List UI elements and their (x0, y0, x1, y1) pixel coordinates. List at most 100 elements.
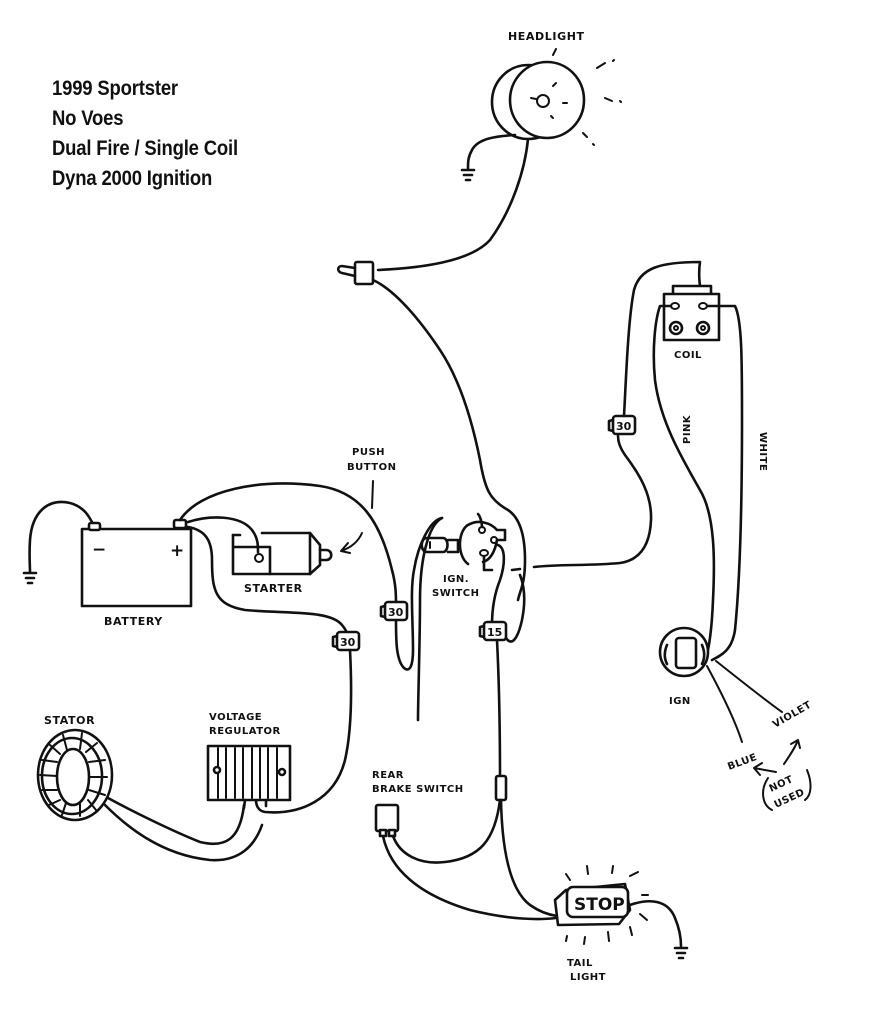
tail-light-ground-wire (628, 899, 683, 948)
push-button-loop-wire (394, 516, 444, 671)
stator-wire-2 (103, 803, 264, 862)
tail-light-glow-rays (565, 865, 649, 945)
coil-label: COIL (674, 350, 702, 361)
battery-to-regulator-wire (186, 525, 349, 638)
connector-regulator-latch (331, 634, 339, 649)
battery-to-starter-wire (186, 516, 260, 554)
connector-ign-out: 15 (478, 573, 526, 780)
connector-regulator: 30 (254, 630, 361, 814)
pink-wire-label: PINK (682, 414, 693, 444)
coil-spark-plug-tower-2-core (700, 325, 706, 331)
ign-module-left-tab (663, 643, 669, 666)
headlight-glow-rays (552, 48, 622, 146)
headlight-toggle-lever (336, 264, 357, 278)
push-button-callout: PUSH BUTTON (340, 447, 396, 554)
battery-ground-symbol-icon (22, 571, 38, 585)
push-button-label-line2: BUTTON (347, 462, 396, 473)
brake-switch-label-line1: REAR (372, 770, 404, 781)
tail-light-lens (565, 885, 630, 919)
tail-light-ground-symbol-icon (673, 946, 689, 960)
starter-label: STARTER (244, 582, 303, 595)
headlight-feed-wire (376, 137, 530, 272)
battery-neg-sign: − (92, 540, 106, 560)
ign-switch-body (468, 520, 507, 564)
brake-switch-return-wire (391, 798, 502, 864)
tail-light-label-line2: LIGHT (570, 972, 606, 983)
regulator-leads (242, 798, 268, 810)
ign-to-brake-switch-wire (495, 638, 502, 780)
ign-switch-acc-lead (482, 554, 494, 572)
battery-label: BATTERY (104, 615, 163, 628)
ignition-switch: IGN. SWITCH (416, 512, 522, 722)
connector-coil-feed: 30 (607, 260, 704, 436)
connector-ign-out-latch (478, 624, 486, 639)
diagram-title: 1999 Sportster No Voes Dual Fire / Singl… (52, 74, 238, 194)
white-wire (705, 304, 744, 662)
connector-ign-out-body (482, 620, 508, 642)
ign-switch-harness-left (416, 516, 444, 722)
battery-body (80, 527, 193, 608)
violet-wire (715, 660, 783, 713)
coil-body (662, 292, 721, 342)
connector-ign-out-label: 15 (487, 626, 502, 639)
starter-solenoid (231, 533, 272, 576)
ign-switch-bezel (458, 522, 472, 566)
white-wire-label: WHITE (757, 432, 768, 471)
ign-key-bow (420, 536, 449, 554)
pink-wire (652, 304, 716, 652)
main-harness-wire (371, 278, 527, 602)
not-used-arrow-blue-icon (753, 762, 777, 776)
rear-brake-switch: REAR BRAKE SWITCH (372, 770, 559, 921)
headlight-switch-connector (336, 260, 527, 602)
tail-light: STOP TAIL LIGHT (553, 865, 689, 983)
brake-switch-body (374, 803, 400, 833)
ign-switch-label-line1: IGN. (443, 574, 469, 585)
coil-spark-plug-tower-2 (695, 320, 711, 336)
brake-switch-inline-connector (494, 774, 508, 802)
coil-spark-plug-tower-1 (668, 320, 684, 336)
regulator-mount-hole-left (212, 765, 222, 775)
stator-inner-ring (55, 747, 91, 807)
coil-feed-wire (622, 260, 704, 418)
connector-push-button: 30 (379, 516, 444, 671)
connector-push-button-label: 30 (388, 606, 404, 619)
headlight: HEADLIGHT (376, 30, 622, 272)
connector-coil-feed-latch (607, 418, 615, 433)
coil-spark-plug-tower-1-core (673, 325, 679, 331)
headlight-lens (508, 60, 586, 140)
title-line-voes: No Voes (52, 107, 124, 130)
headlight-ground-wire (466, 133, 517, 170)
battery-pos-sign: + (170, 541, 184, 561)
title-line-coil: Dual Fire / Single Coil (52, 137, 238, 160)
headlight-connector-body (353, 260, 375, 286)
battery-ground-wire (28, 500, 96, 574)
ign-key-blade (446, 538, 460, 554)
ign-to-coil-connector-wire (532, 434, 653, 569)
not-used-arrow-violet-icon (783, 739, 801, 765)
not-used-parentheses (762, 769, 812, 811)
blue-wire-label: BLUE (726, 752, 759, 773)
title-line-model: 1999 Sportster (52, 77, 178, 100)
battery-neg-terminal (87, 521, 102, 532)
ign-switch-out-wire (490, 543, 506, 627)
connector-coil-feed-label: 30 (616, 420, 632, 433)
ign-loop-wire (504, 573, 526, 643)
headlight-reflector-marks (530, 82, 568, 119)
ign-module-plate (674, 636, 698, 670)
connector-regulator-body (335, 630, 361, 652)
starter-pinion (318, 548, 333, 562)
tail-light-label-line1: TAIL (567, 958, 593, 969)
battery: − + BATTERY (22, 500, 193, 628)
voltage-regulator: VOLTAGE REGULATOR (206, 712, 292, 810)
ign-terminal-2 (490, 536, 498, 544)
starter: STARTER (231, 531, 333, 595)
headlight-bulb (536, 94, 550, 108)
push-button-arrow-icon (340, 532, 363, 554)
regulator-output-wire (254, 648, 353, 814)
stator-label: STATOR (44, 714, 95, 727)
title-line-ignition: Dyna 2000 Ignition (52, 167, 213, 190)
starter-stud (254, 553, 264, 563)
ign-module-right-tab (700, 643, 706, 666)
tail-light-stop-text: STOP (574, 895, 625, 915)
